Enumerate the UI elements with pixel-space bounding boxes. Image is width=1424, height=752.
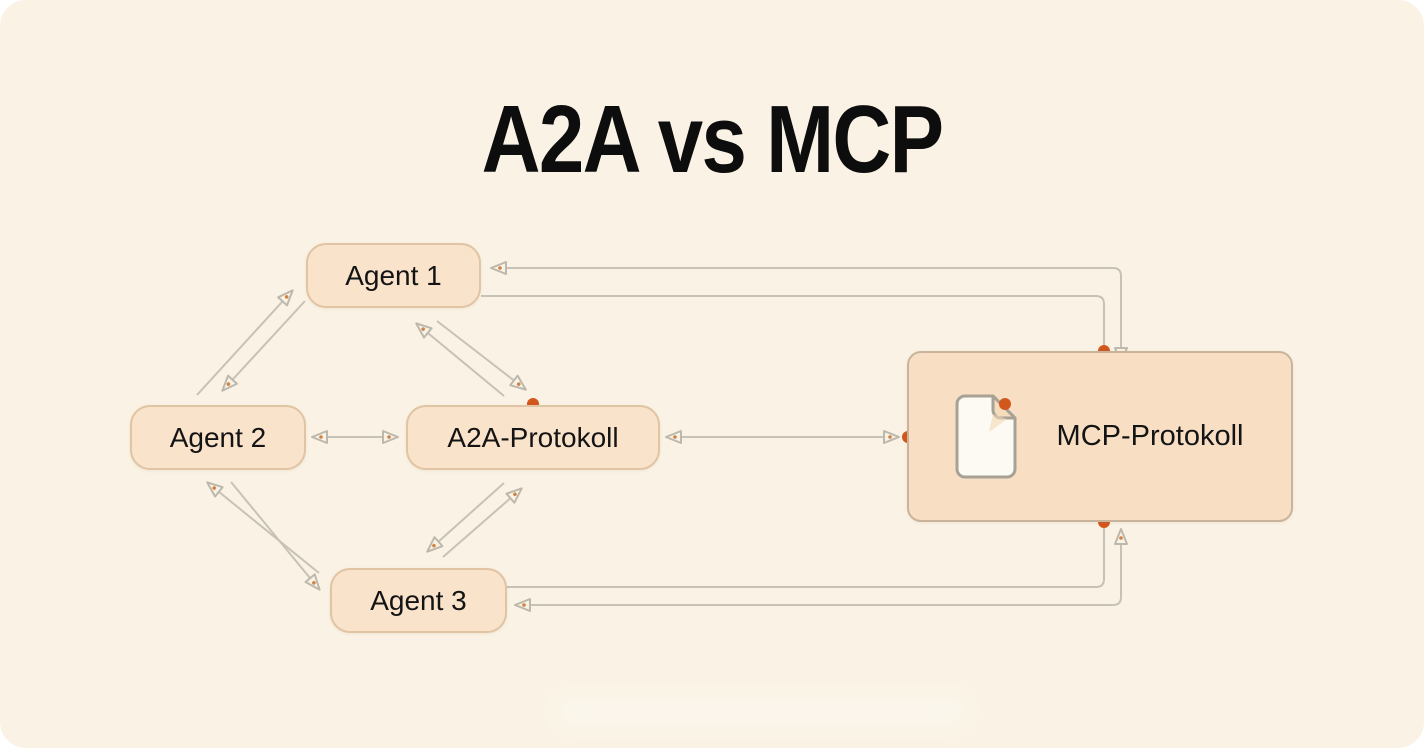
node-agent2: Agent 2 <box>130 405 306 470</box>
connector-agent3-to-agent2 <box>206 481 320 574</box>
connector-agent1-to-agent2 <box>221 300 306 392</box>
connector-mcp-agent3-outer <box>514 528 1128 612</box>
node-agent1-label: Agent 1 <box>345 259 442 291</box>
node-agent3-label: Agent 3 <box>370 584 467 616</box>
faded-watermark <box>556 698 966 724</box>
document-icon <box>955 394 1017 479</box>
connector-a2a-to-agent3 <box>426 482 505 553</box>
node-agent3: Agent 3 <box>330 568 507 633</box>
node-a2a-protocol-label: A2A-Protokoll <box>447 421 619 453</box>
node-agent2-label: Agent 2 <box>169 421 267 453</box>
node-a2a-protocol: A2A-Protokoll <box>406 405 660 470</box>
connector-agent1-mcp-inner <box>481 295 1105 347</box>
node-mcp-protocol: MCP-Protokoll <box>907 351 1293 522</box>
connector-agent1-to-a2a <box>436 320 527 391</box>
connector-agent2-to-agent1 <box>196 289 294 396</box>
connector-agent3-to-a2a <box>442 487 523 558</box>
node-mcp-protocol-label: MCP-Protokoll <box>1056 420 1244 452</box>
node-agent1: Agent 1 <box>306 243 481 308</box>
page-title: A2A vs MCP <box>481 86 944 193</box>
connector-a2a-to-agent1 <box>415 322 505 397</box>
connection-dot-document <box>999 398 1011 410</box>
connector-agent2-to-agent3 <box>230 481 321 591</box>
connector-mcp-agent1-outer <box>490 261 1128 364</box>
connector-agent3-mcp-inner <box>507 527 1105 588</box>
